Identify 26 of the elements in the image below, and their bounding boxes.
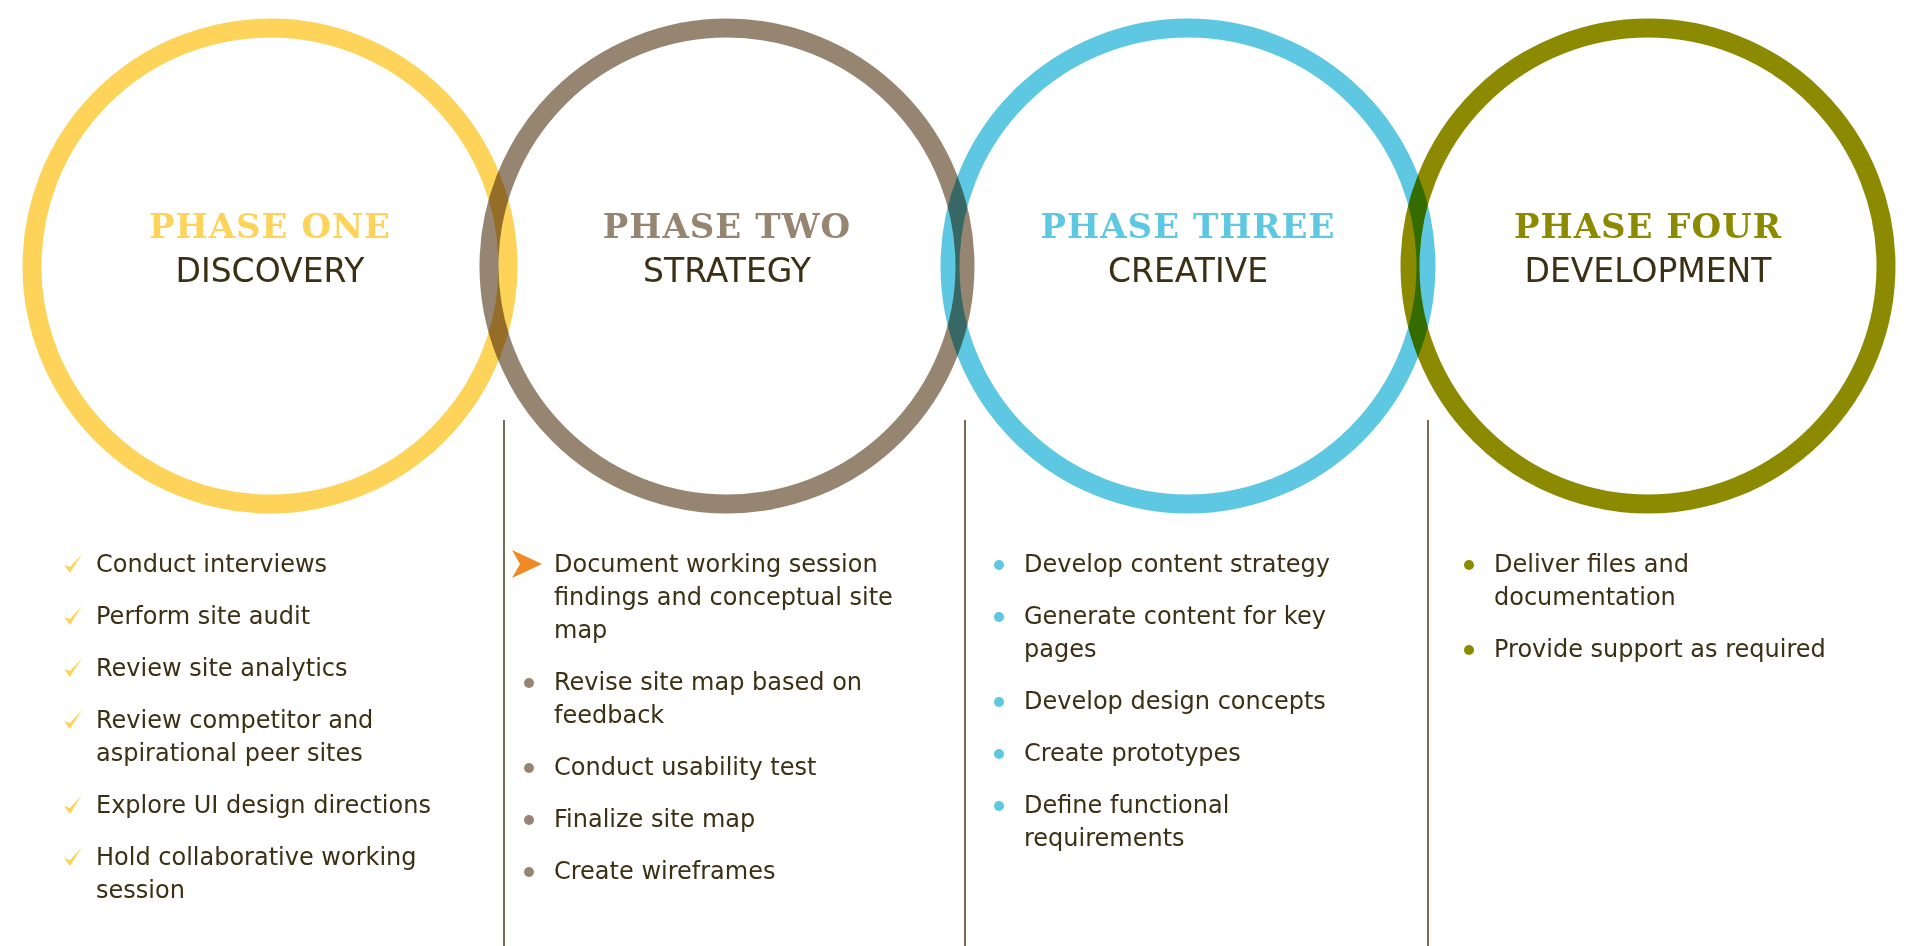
task-item: Revise site map based on feedback xyxy=(554,667,864,731)
phase-heading: PHASE FOUR xyxy=(1512,206,1783,246)
phase-heading: PHASE THREE xyxy=(1039,206,1337,246)
task-item: Perform site audit xyxy=(96,601,312,632)
task-item: Generate content for key pages xyxy=(1024,601,1327,665)
task-item: Document working session findings and conceptual site map xyxy=(554,549,894,646)
phase-name: STRATEGY xyxy=(642,251,812,290)
task-item: Conduct interviews xyxy=(96,549,329,580)
task-item: Explore UI design directions xyxy=(96,790,432,821)
task-item: Conduct usability test xyxy=(554,752,818,783)
phase-heading: PHASE TWO xyxy=(601,206,853,246)
task-item: Hold collaborative working session xyxy=(96,842,418,906)
task-item: Create prototypes xyxy=(1024,738,1242,769)
task-item: Review competitor and aspirational peer sites xyxy=(96,705,375,769)
task-item: Create wireframes xyxy=(554,856,777,887)
task-item: Develop design concepts xyxy=(1024,686,1327,717)
task-item: Review site analytics xyxy=(96,653,349,684)
phase-name: CREATIVE xyxy=(1106,251,1270,290)
task-item: Finalize site map xyxy=(554,804,757,835)
task-item: Define functional requirements xyxy=(1024,790,1231,854)
task-item: Develop content strategy xyxy=(1024,549,1332,580)
task-item: Deliver files and documentation xyxy=(1494,549,1690,613)
phase-name: DEVELOPMENT xyxy=(1523,251,1773,290)
phase-name: DISCOVERY xyxy=(174,251,366,290)
task-item: Provide support as required xyxy=(1494,634,1827,665)
phase-heading: PHASE ONE xyxy=(148,206,392,246)
